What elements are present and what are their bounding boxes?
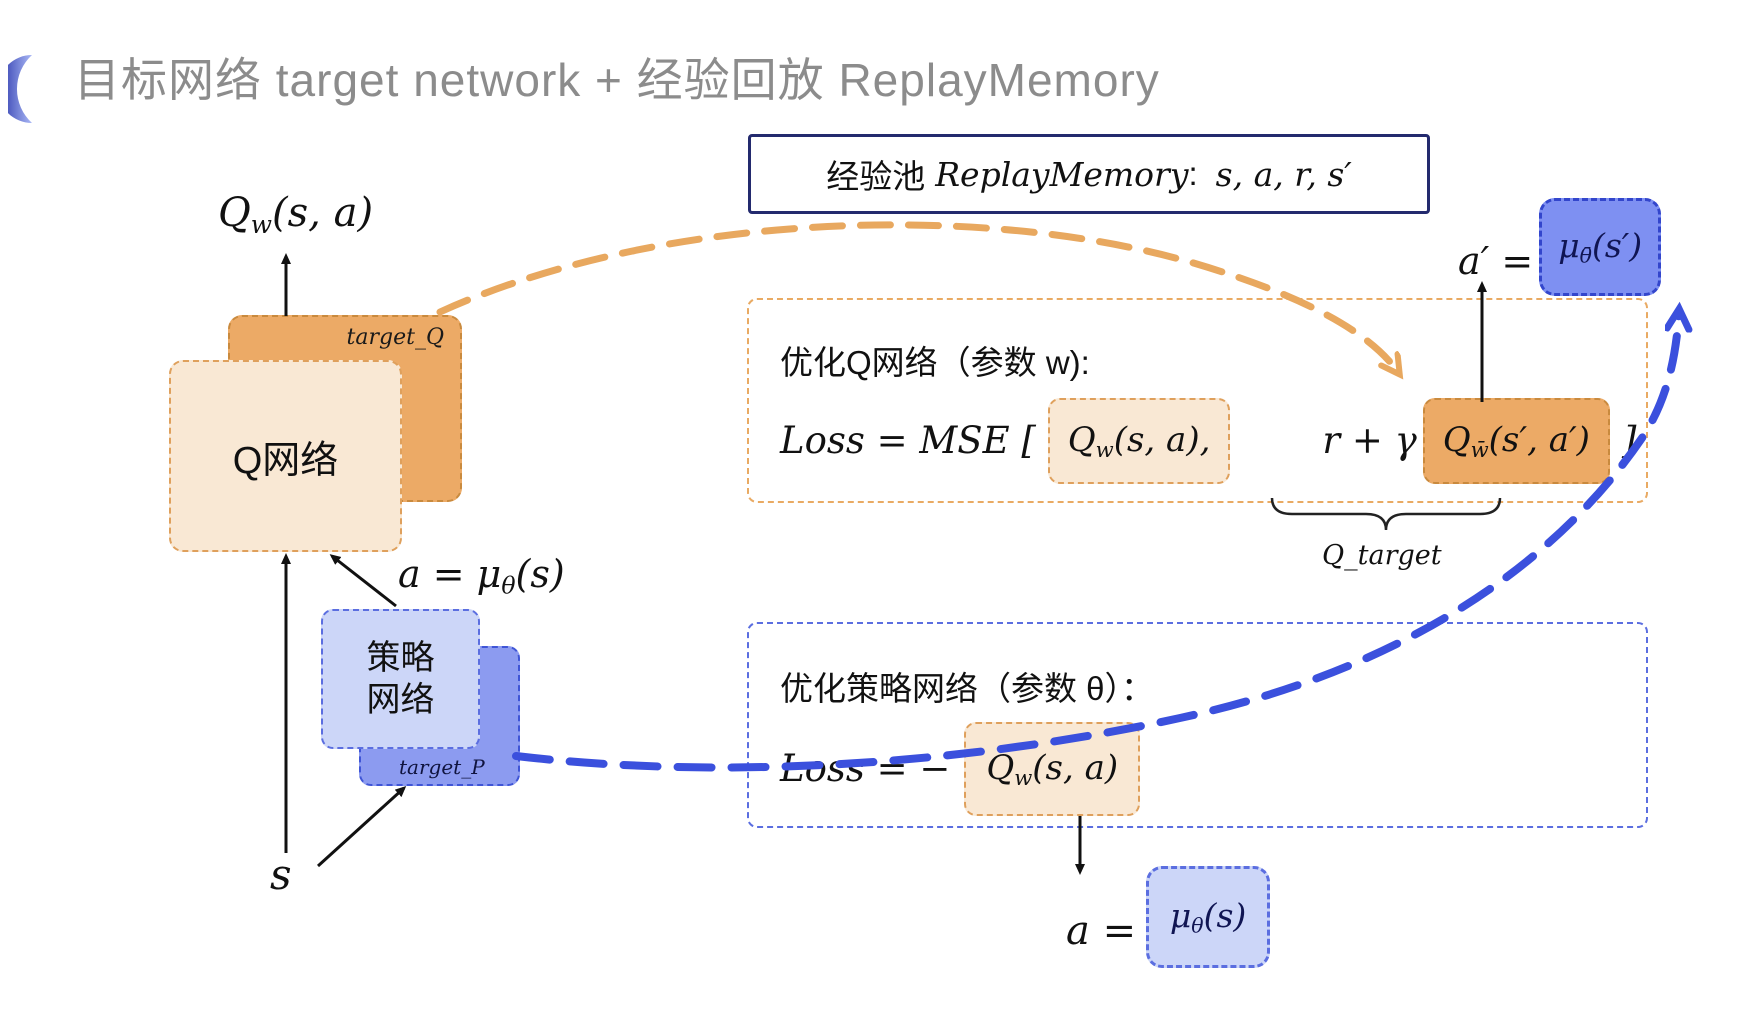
replay-cn-label: 经验池 [826, 158, 926, 195]
aprime-equation: a′ = μθ̄(s′) [1458, 198, 1662, 310]
state-to-policy-arrow [316, 785, 407, 868]
q-loss-prefix: Loss = MSE [ [780, 419, 1036, 463]
q-network-label: Q网络 [232, 439, 339, 482]
policy-action-equation: a = μθ(s) [398, 552, 565, 600]
replay-memory-box: 经验池 ReplayMemory: s, a, r, s′ [748, 134, 1430, 214]
q-network-box: Q网络 [169, 360, 402, 552]
bottom-action-equation: a = μθ(s) [1066, 866, 1271, 982]
reward-gamma-term: r + γ [1322, 419, 1417, 463]
replay-vars: s, a, r, s′ [1215, 154, 1352, 194]
policy-loss-prefix: Loss = − [780, 747, 951, 791]
optimize-q-heading: 优化Q网络（参数 w): [780, 344, 1090, 381]
policy-output-box: μθ(s) [1146, 866, 1271, 968]
page-title: 目标网络 target network + 经验回放 ReplayMemory [74, 54, 1160, 106]
state-label: s [270, 850, 292, 899]
q-loss-close-bracket: ] [1621, 419, 1637, 463]
replay-sep: : [1188, 155, 1198, 192]
q-loss-formula: Loss = MSE [ Qw(s, a), r + γ Qw̄(s′, a′)… [780, 398, 1636, 484]
policy-network-label-line1: 策略 [366, 638, 435, 677]
policy-loss-formula: Loss = − Qw(s, a) [780, 722, 1141, 816]
policy-q-term-box: Qw(s, a) [964, 722, 1141, 816]
policy-to-q-arrow [329, 554, 397, 608]
target-p-label: target_P [399, 755, 485, 779]
q-target-brace-label: Q_target [1322, 540, 1442, 571]
q-output-label: Qw(s, a) [218, 190, 374, 239]
target-policy-output-box: μθ̄(s′) [1539, 198, 1662, 296]
q-term-box: Qw(s, a), [1047, 398, 1231, 484]
q-target-term-box: Qw̄(s′, a′) [1422, 398, 1610, 484]
optimize-policy-heading: 优化策略网络（参数 θ）： [780, 670, 1155, 707]
target-q-label: target_Q [346, 325, 444, 350]
slide-bullet-icon [8, 55, 32, 123]
policy-network-label-line2: 网络 [366, 681, 435, 719]
replay-math-label: ReplayMemory [935, 154, 1189, 194]
policy-network-box: 策略 网络 [321, 609, 480, 749]
